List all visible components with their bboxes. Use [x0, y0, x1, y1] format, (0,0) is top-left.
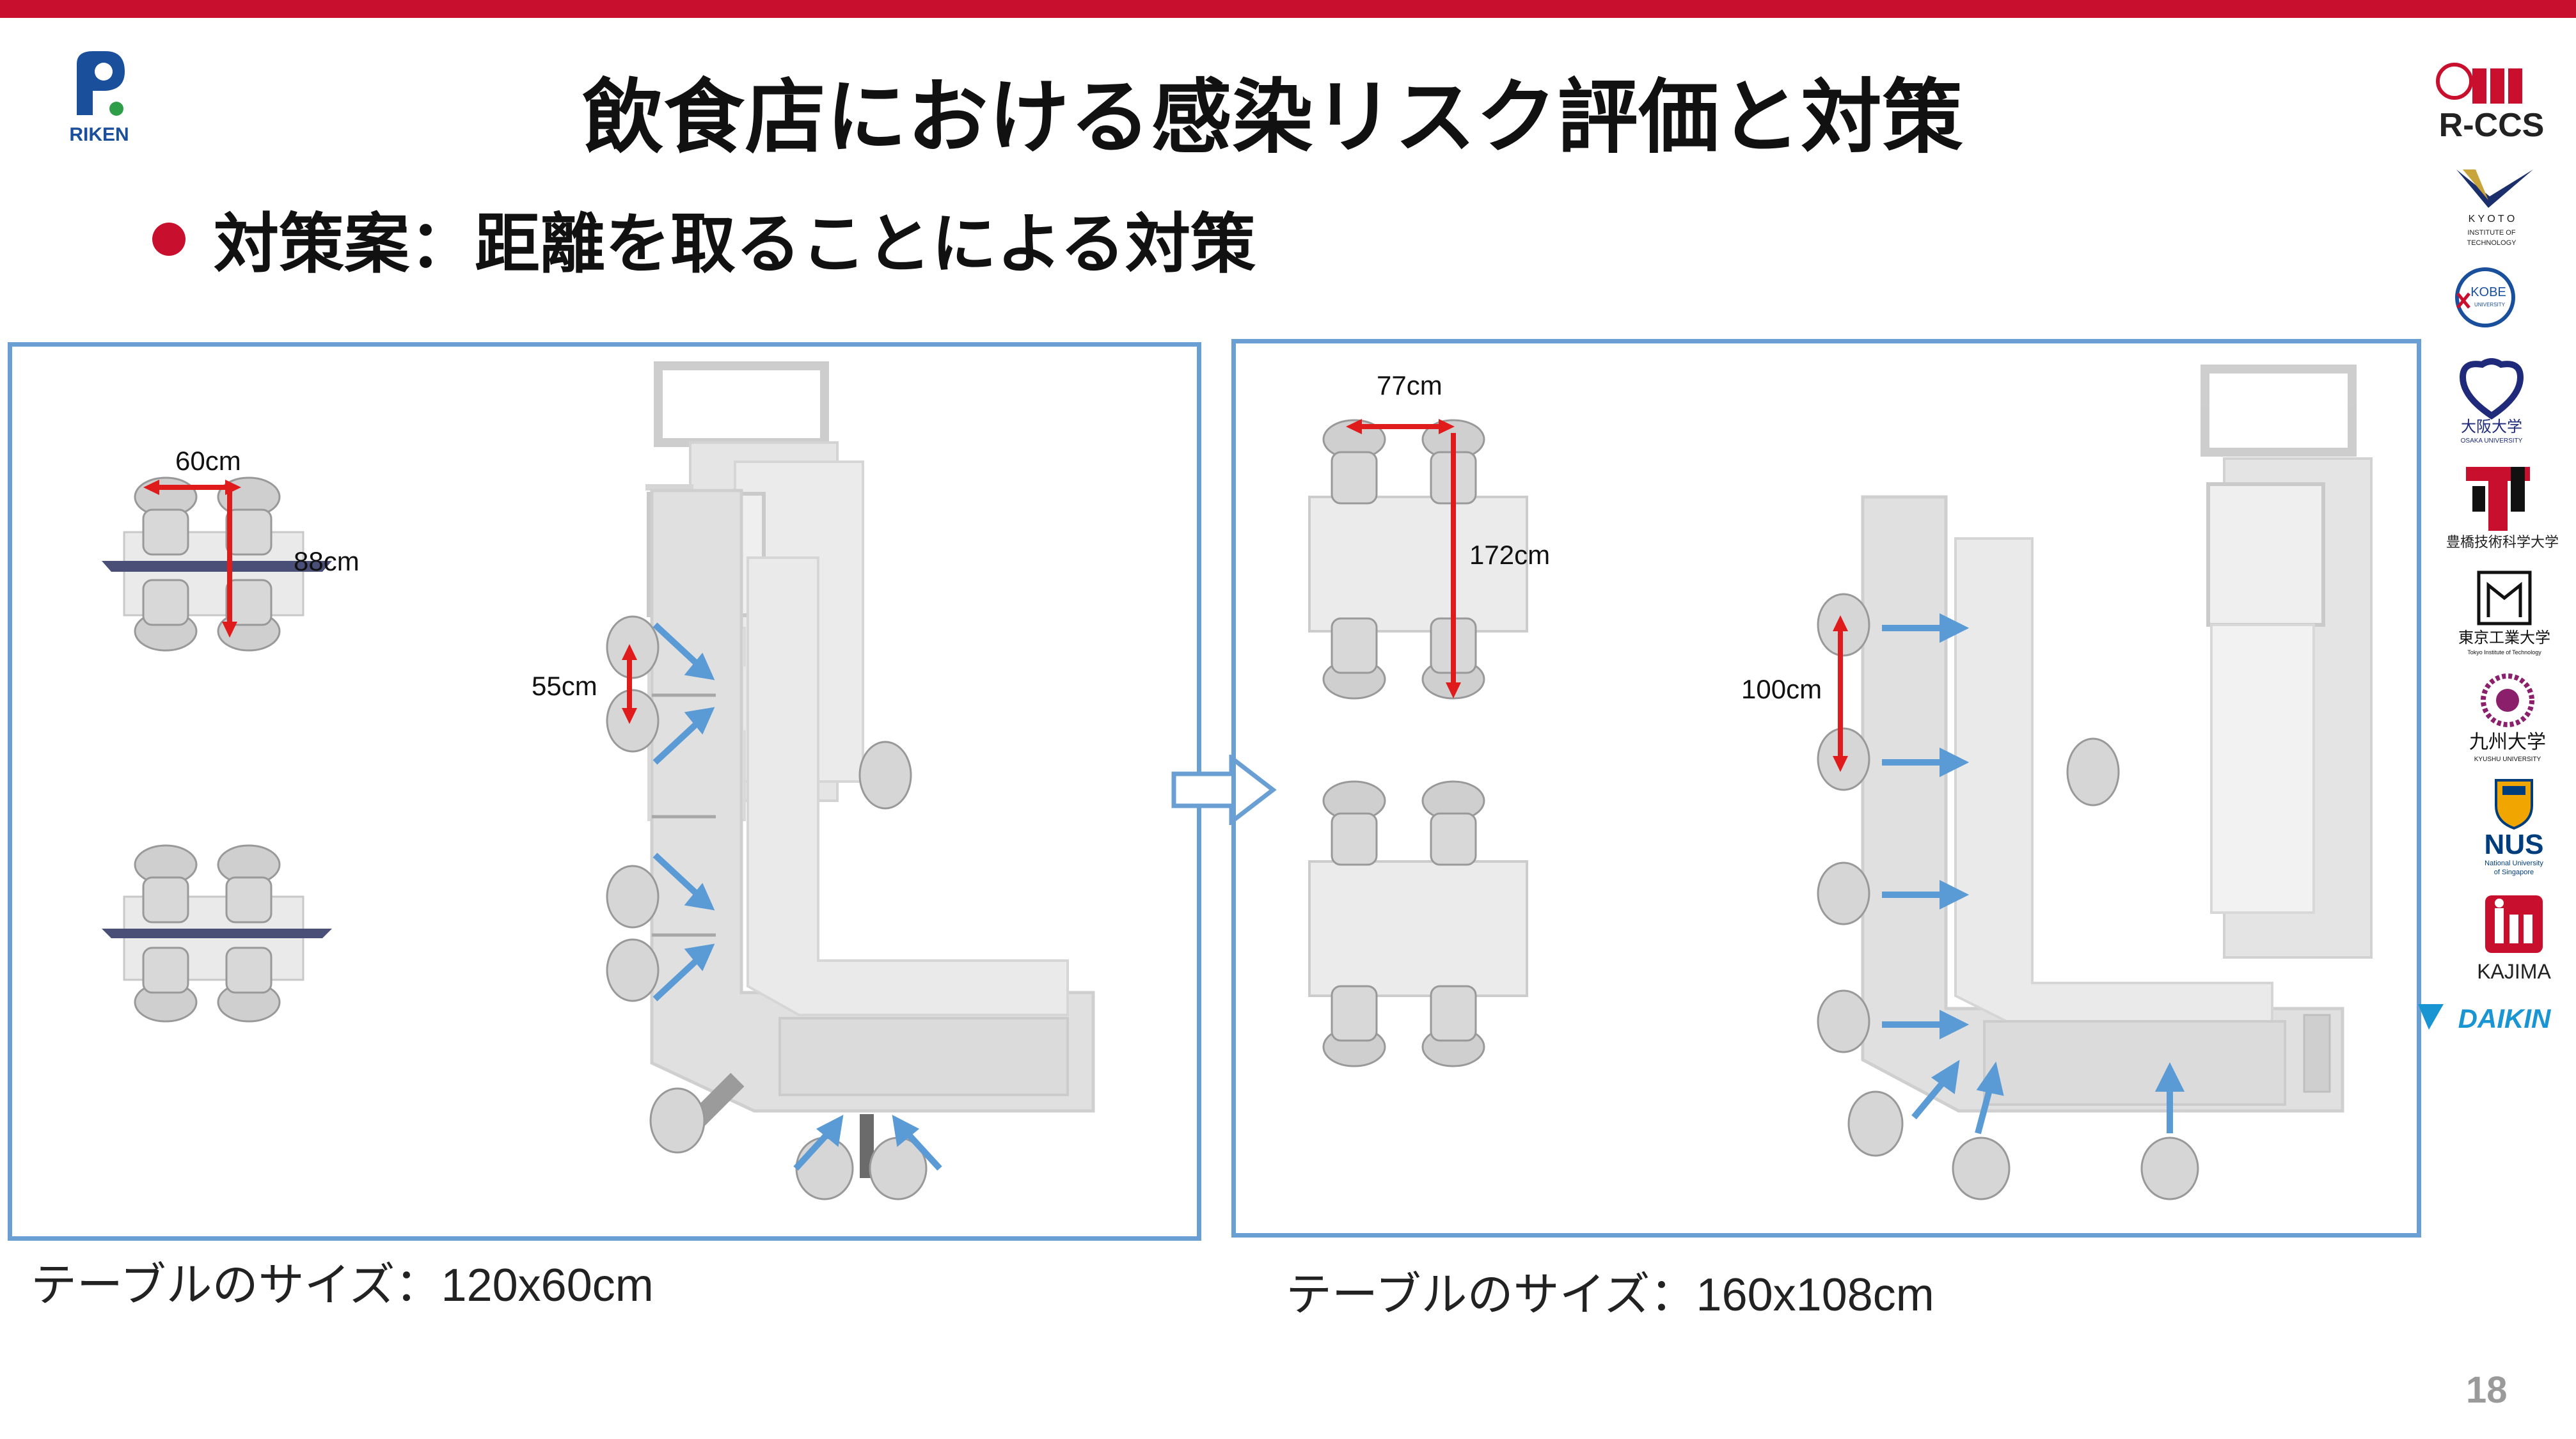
rccs-logo: R-CCS: [2421, 61, 2575, 144]
svg-text:Tokyo Institute of Technology: Tokyo Institute of Technology: [2467, 649, 2541, 656]
kajima-logo: KAJIMA: [2460, 889, 2568, 985]
titech-logo: 東京工業大学 Tokyo Institute of Technology: [2450, 566, 2559, 659]
kyoto-institute-logo: K Y O T O INSTITUTE OF TECHNOLOGY: [2437, 163, 2559, 253]
right-table-size-caption: テーブルのサイズ：160x108cm: [1286, 1257, 1934, 1324]
right-caption-size: 160x108cm: [1696, 1270, 1934, 1321]
svg-text:豊橋技術科学大学: 豊橋技術科学大学: [2446, 534, 2559, 550]
left-gap-label: 55cm: [532, 671, 597, 701]
right-layout-panel: 77cm 172cm: [1231, 339, 2421, 1238]
right-gap-label: 100cm: [1741, 674, 1822, 704]
left-caption-size: 120x60cm: [441, 1260, 654, 1311]
svg-text:of Singapore: of Singapore: [2494, 869, 2534, 876]
left-table-size-caption: テーブルのサイズ：120x60cm: [31, 1247, 654, 1314]
right-caption-prefix: テーブルのサイズ：: [1286, 1268, 1696, 1321]
osaka-university-logo: 大阪大学 OSAKA UNIVERSITY: [2450, 358, 2533, 448]
right-counter-customers: [1817, 593, 2199, 1200]
toyohashi-logo: 豊橋技術科学大学: [2431, 460, 2575, 550]
svg-text:NUS: NUS: [2485, 829, 2544, 860]
daikin-logo: DAIKIN: [2415, 995, 2572, 1039]
right-counter: [1861, 365, 2373, 1113]
left-caption-prefix: テーブルのサイズ：: [31, 1258, 441, 1312]
bullet-text: 対策案：距離を取ることによる対策: [214, 207, 1256, 283]
svg-text:KAJIMA: KAJIMA: [2477, 960, 2551, 983]
svg-text:九州大学: 九州大学: [2469, 732, 2546, 753]
top-accent-bar: [0, 0, 2576, 18]
right-depth-label: 172cm: [1469, 540, 1550, 570]
svg-text:DAIKIN: DAIKIN: [2458, 1003, 2552, 1034]
rccs-logo-text: R-CCS: [2439, 107, 2545, 144]
left-layout-panel: 60cm 88cm: [8, 342, 1201, 1241]
svg-text:東京工業大学: 東京工業大学: [2458, 629, 2550, 647]
right-table-bottom: [1308, 780, 1528, 1067]
left-width-label: 60cm: [175, 446, 241, 476]
bullet-item: 対策案：距離を取ることによる対策: [152, 192, 1256, 286]
svg-text:KYUSHU UNIVERSITY: KYUSHU UNIVERSITY: [2474, 756, 2541, 763]
left-depth-label: 88cm: [294, 546, 360, 576]
right-airflow-arrows: [1882, 613, 2185, 1135]
svg-text:INSTITUTE OF: INSTITUTE OF: [2467, 229, 2515, 237]
bullet-dot-icon: [152, 222, 186, 256]
kobe-university-logo: KOBE UNIVERSITY: [2450, 265, 2520, 329]
riken-logo: RIKEN: [64, 45, 134, 147]
left-airflow-arrows: [652, 622, 942, 1171]
svg-text:大阪大学: 大阪大学: [2461, 418, 2522, 436]
svg-text:TECHNOLOGY: TECHNOLOGY: [2467, 239, 2517, 247]
left-layout-diagram: 60cm 88cm: [102, 361, 1095, 1200]
svg-text:UNIVERSITY: UNIVERSITY: [2474, 302, 2506, 308]
svg-text:National University: National University: [2485, 860, 2543, 867]
nus-logo: NUS National University of Singapore: [2463, 777, 2565, 879]
left-table-bottom: [102, 844, 332, 1023]
page-number: 18: [2466, 1369, 2508, 1411]
right-width-label: 77cm: [1377, 370, 1442, 400]
riken-logo-text: RIKEN: [69, 124, 129, 145]
svg-text:KOBE: KOBE: [2470, 285, 2506, 299]
kyushu-university-logo: 九州大学 KYUSHU UNIVERSITY: [2456, 672, 2559, 767]
svg-text:K Y O T O: K Y O T O: [2469, 214, 2515, 224]
right-layout-diagram: 77cm 172cm: [1308, 365, 2373, 1200]
svg-text:OSAKA UNIVERSITY: OSAKA UNIVERSITY: [2461, 437, 2523, 444]
slide-title: 飲食店における感染リスク評価と対策: [582, 70, 1964, 164]
left-table-top: [102, 476, 332, 652]
